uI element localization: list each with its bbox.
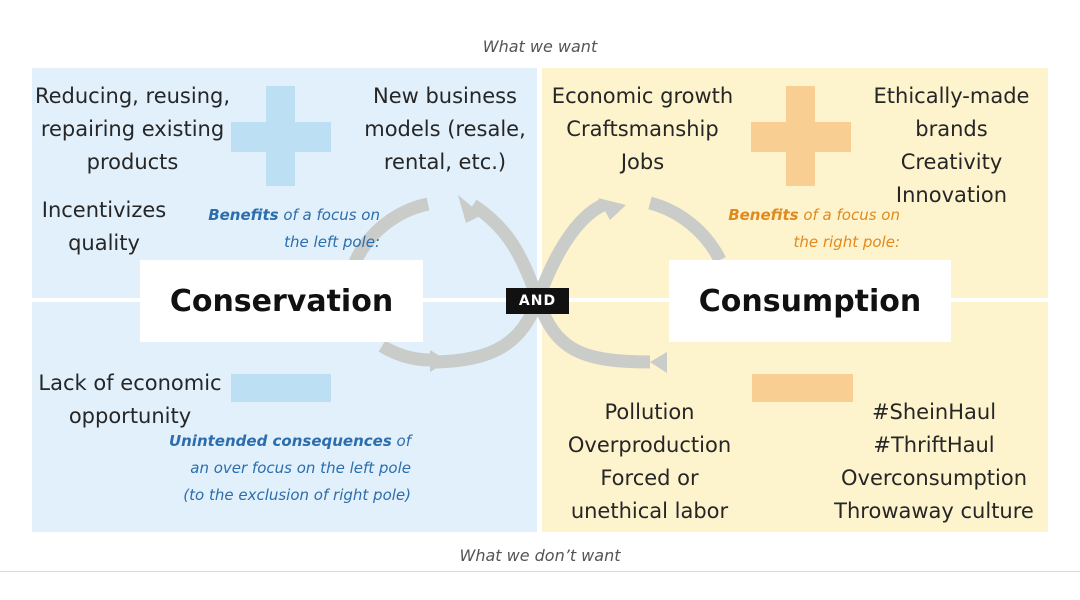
- downside-right-item: Pollution Overproduction Forced or uneth…: [567, 400, 732, 523]
- arrow-left-lower: [378, 340, 431, 367]
- minus-icon-right: [752, 374, 853, 402]
- left-benefits-annotation: Benefits of a focus on the left pole:: [208, 206, 380, 251]
- upside-left-item: New business models (resale, rental, etc…: [364, 84, 526, 174]
- arrow-center-up: [429, 199, 607, 369]
- arrowhead-right-lower: [650, 352, 667, 373]
- and-connector-badge: AND: [506, 288, 569, 314]
- right-pole-label: Consumption: [669, 260, 951, 342]
- upside-left-item: Incentivizes quality: [41, 198, 167, 255]
- upside-left-item: Reducing, reusing, repairing existing pr…: [34, 84, 231, 174]
- arrow-center-s: [469, 199, 651, 369]
- left-consequences-annotation: Unintended consequences of an over focus…: [168, 432, 411, 504]
- right-benefits-annotation: Benefits of a focus on the right pole:: [728, 206, 900, 251]
- arrow-right-upper: [648, 196, 726, 264]
- top-axis-label: What we want: [482, 37, 598, 56]
- arrow-left-upper: [349, 197, 430, 265]
- upside-right-item: Economic growth Craftsmanship Jobs: [551, 84, 734, 174]
- downside-left-item: Lack of economic opportunity: [38, 371, 222, 428]
- arrowhead-left-lower: [430, 350, 448, 372]
- left-pole-label: Conservation: [140, 260, 423, 342]
- bottom-divider: [0, 571, 1080, 572]
- arrowhead-right-upper: [598, 198, 626, 220]
- minus-icon-left: [231, 374, 331, 402]
- bottom-axis-label: What we don’t want: [459, 546, 621, 565]
- upside-right-item: Ethically-made brands Creativity Innovat…: [873, 84, 1030, 207]
- downside-right-item: #SheinHaul #ThriftHaul Overconsumption T…: [834, 400, 1034, 523]
- arrowhead-left-upper: [458, 195, 482, 223]
